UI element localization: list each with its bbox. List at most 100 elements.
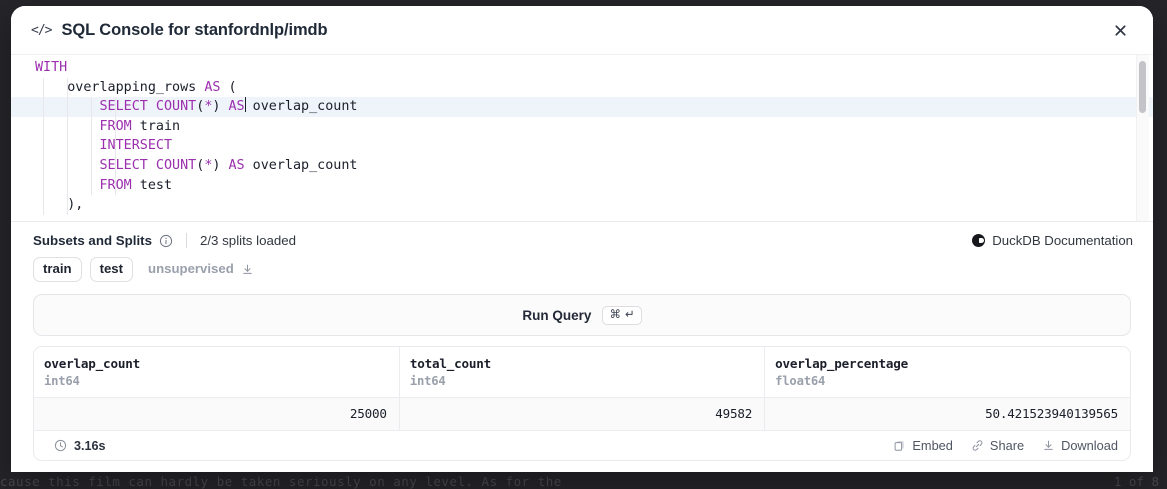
sql-text: ( (196, 99, 205, 115)
backdrop-text-right: 1 of 8 (1113, 474, 1159, 489)
indent-guide (43, 175, 44, 196)
indent-guide (67, 195, 68, 215)
text-cursor (244, 97, 246, 113)
indent-guide (67, 77, 68, 98)
download-icon (1042, 439, 1055, 452)
sql-text: ) (212, 99, 229, 115)
indent-guide (43, 136, 44, 156)
footer-action-label: Embed (912, 438, 953, 453)
table-column-header[interactable]: total_count int64 (399, 347, 766, 398)
duckdb-logo-icon (972, 234, 986, 247)
run-query-shortcut: ⌘ ↵ (602, 305, 642, 325)
sql-text: overlap_count (244, 99, 358, 115)
sql-text: ) (212, 157, 229, 173)
indent-guide (91, 136, 92, 156)
sql-text: ( (196, 157, 205, 173)
indent-guide (67, 175, 68, 196)
sql-keyword: * (204, 157, 213, 173)
duckdb-documentation-link[interactable]: DuckDB Documentation (972, 233, 1133, 248)
duckdb-documentation-label: DuckDB Documentation (992, 233, 1133, 248)
clock-icon (54, 439, 67, 452)
indent-guide (115, 136, 116, 156)
divider (185, 233, 187, 248)
sql-keyword: WITH (35, 60, 68, 75)
code-line[interactable]: FROM train (11, 116, 1153, 137)
split-pill-train[interactable]: train (33, 257, 82, 282)
indent-guide (43, 77, 44, 98)
indent-guide (43, 97, 44, 117)
sql-text: ( (220, 79, 237, 95)
sql-editor-content[interactable]: WITH overlapping_rows AS ( SELECT COUNT(… (11, 55, 1153, 215)
indent-guide (91, 116, 92, 137)
sql-text: ), (35, 197, 84, 213)
footer-actions: Embed Share Download (893, 438, 1118, 453)
indent-guide (67, 116, 68, 137)
sql-keyword: INTERSECT (99, 138, 173, 154)
code-line[interactable]: INTERSECT (11, 136, 1153, 156)
sql-keyword: AS (228, 99, 245, 115)
indent-guide (115, 175, 116, 196)
run-query-label: Run Query (522, 307, 592, 323)
indent-guide (91, 175, 92, 196)
sql-text: overlap_count (244, 157, 358, 173)
sql-keyword: AS (228, 157, 245, 173)
sql-keyword: * (204, 99, 213, 115)
table-column-header[interactable]: overlap_percentage float64 (764, 347, 1130, 398)
code-line[interactable]: FROM test (11, 175, 1153, 196)
indent-guide (91, 97, 92, 117)
code-line[interactable]: SELECT COUNT(*) AS overlap_count (11, 155, 1153, 176)
indent-guide (115, 97, 116, 117)
column-name: total_count (409, 356, 492, 371)
indent-guide (43, 155, 44, 176)
column-type: float64 (775, 374, 826, 388)
modal-header: </> SQL Console for stanfordnlp/imdb (11, 6, 1153, 54)
embed-icon (893, 439, 906, 452)
column-type: int64 (44, 374, 80, 388)
code-line[interactable]: ), (11, 195, 1153, 215)
run-query-button[interactable]: Run Query ⌘ ↵ (33, 294, 1131, 336)
indent-guide (67, 97, 68, 117)
sql-keyword: SELECT COUNT (99, 99, 197, 115)
footer-action-label: Share (989, 438, 1025, 453)
splits-loaded-status: 2/3 splits loaded (199, 233, 297, 248)
close-icon[interactable] (1109, 19, 1131, 41)
split-pill-unsupervised[interactable]: unsupervised (141, 257, 261, 282)
backdrop-text: cause this film can hardly be taken seri… (0, 474, 562, 489)
link-icon (971, 439, 984, 452)
code-line[interactable]: overlapping_rows AS ( (11, 77, 1153, 98)
sql-text: test (131, 177, 173, 193)
sql-console-modal: </> SQL Console for stanfordnlp/imdb WIT… (11, 6, 1153, 472)
indent-guide (67, 155, 68, 176)
code-line[interactable]: WITH (11, 58, 1153, 78)
info-icon[interactable] (159, 234, 173, 248)
sql-keyword: SELECT COUNT (99, 157, 197, 173)
sql-text: overlapping_rows (35, 79, 205, 95)
cmd-key-glyph: ⌘ (609, 308, 621, 321)
code-icon: </> (31, 22, 53, 38)
enter-key-glyph: ↵ (624, 308, 635, 321)
split-pill-test[interactable]: test (89, 257, 134, 282)
footer-action-download[interactable]: Download (1042, 438, 1118, 453)
table-cell: 25000 (34, 397, 400, 430)
indent-guide (43, 195, 44, 215)
sql-editor[interactable]: WITH overlapping_rows AS ( SELECT COUNT(… (11, 54, 1153, 221)
column-type: int64 (409, 374, 446, 388)
code-line[interactable]: SELECT COUNT(*) AS overlap_count (11, 97, 1153, 117)
page-title: SQL Console for stanfordnlp/imdb (61, 20, 328, 39)
subsets-and-splits-bar: Subsets and Splits 2/3 splits loaded Duc… (11, 221, 1153, 248)
splits-row: train test unsupervised (11, 248, 1153, 282)
sql-text: train (131, 118, 181, 134)
split-pill-label: unsupervised (148, 261, 234, 276)
footer-action-share[interactable]: Share (971, 438, 1024, 453)
column-name: overlap_percentage (775, 356, 909, 371)
editor-scrollbar-thumb[interactable] (1139, 61, 1146, 113)
indent-guide (115, 155, 116, 176)
footer-action-embed[interactable]: Embed (893, 438, 953, 453)
subsets-title: Subsets and Splits (33, 233, 152, 248)
